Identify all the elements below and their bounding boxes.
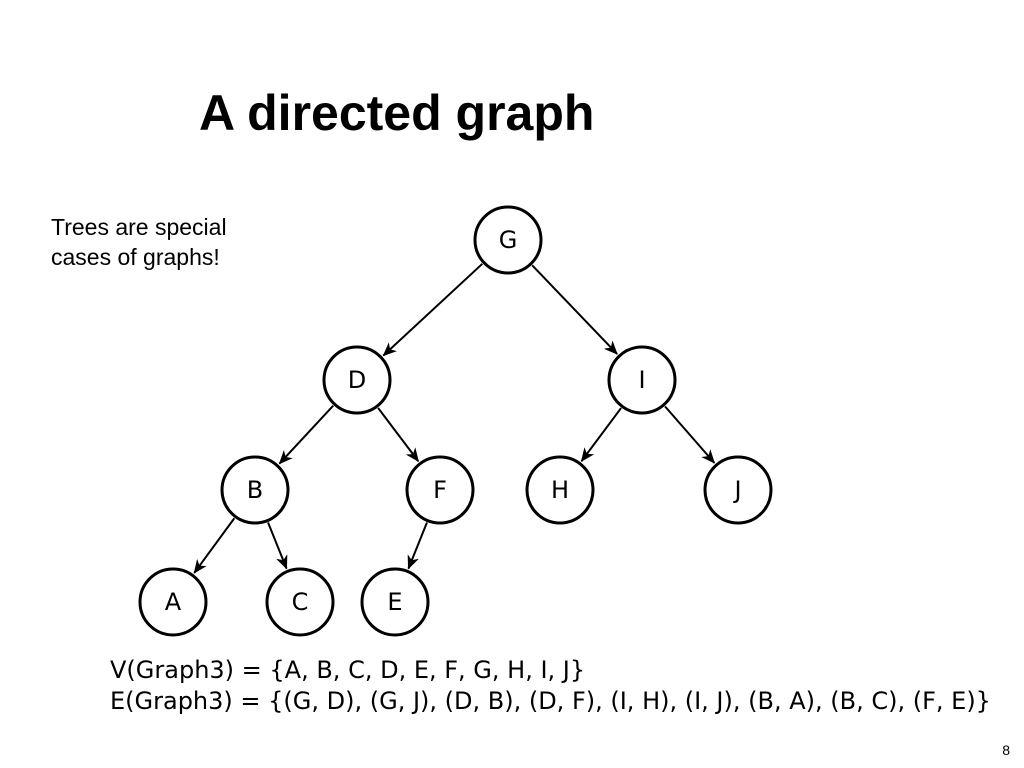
- edge-b-c: [267, 522, 288, 570]
- node-d: D: [322, 345, 392, 415]
- side-note-line: cases of graphs!: [51, 244, 220, 270]
- node-g: G: [473, 205, 543, 275]
- node-circle: [405, 455, 475, 525]
- node-label: J: [732, 476, 741, 504]
- edge-b-a: [193, 517, 236, 574]
- edge-g-d: [382, 263, 484, 357]
- node-circle: [265, 567, 335, 637]
- set-definitions: V(Graph3) = {A, B, C, D, E, F, G, H, I, …: [110, 655, 991, 717]
- node-label: E: [387, 588, 402, 616]
- node-circle: [607, 345, 677, 415]
- node-label: C: [292, 588, 309, 616]
- node-circle: [703, 455, 773, 525]
- node-circle: [473, 205, 543, 275]
- node-i: I: [607, 345, 677, 415]
- node-a: A: [138, 567, 208, 637]
- edges-layer: [193, 263, 716, 574]
- node-f: F: [405, 455, 475, 525]
- node-label: I: [638, 366, 645, 394]
- side-note: Trees are special cases of graphs!: [51, 212, 291, 272]
- edge-set-definition: E(Graph3) = {(G, D), (G, J), (D, B), (D,…: [110, 687, 991, 715]
- node-label: B: [247, 476, 263, 504]
- edge-f-e: [407, 522, 428, 570]
- edge-d-b: [278, 404, 334, 465]
- edge-i-h: [580, 407, 622, 462]
- node-circle: [220, 455, 290, 525]
- node-label: H: [551, 476, 569, 504]
- node-label: D: [348, 366, 366, 394]
- node-j: J: [703, 455, 773, 525]
- node-circle: [322, 345, 392, 415]
- node-label: G: [499, 226, 518, 254]
- edge-d-f: [377, 407, 420, 463]
- nodes-layer: G D I B F H J A C E: [138, 205, 773, 637]
- edge-g-i: [531, 264, 618, 355]
- slide-title: A directed graph: [199, 85, 595, 141]
- side-note-line: Trees are special: [51, 214, 227, 240]
- node-circle: [525, 455, 595, 525]
- page-number: 8: [1002, 742, 1010, 758]
- node-label: A: [165, 588, 182, 616]
- node-c: C: [265, 567, 335, 637]
- node-label: F: [433, 476, 447, 504]
- node-circle: [138, 567, 208, 637]
- vertex-set-definition: V(Graph3) = {A, B, C, D, E, F, G, H, I, …: [110, 656, 586, 684]
- node-e: E: [360, 567, 430, 637]
- edge-i-j: [664, 405, 716, 464]
- node-h: H: [525, 455, 595, 525]
- node-circle: [360, 567, 430, 637]
- node-b: B: [220, 455, 290, 525]
